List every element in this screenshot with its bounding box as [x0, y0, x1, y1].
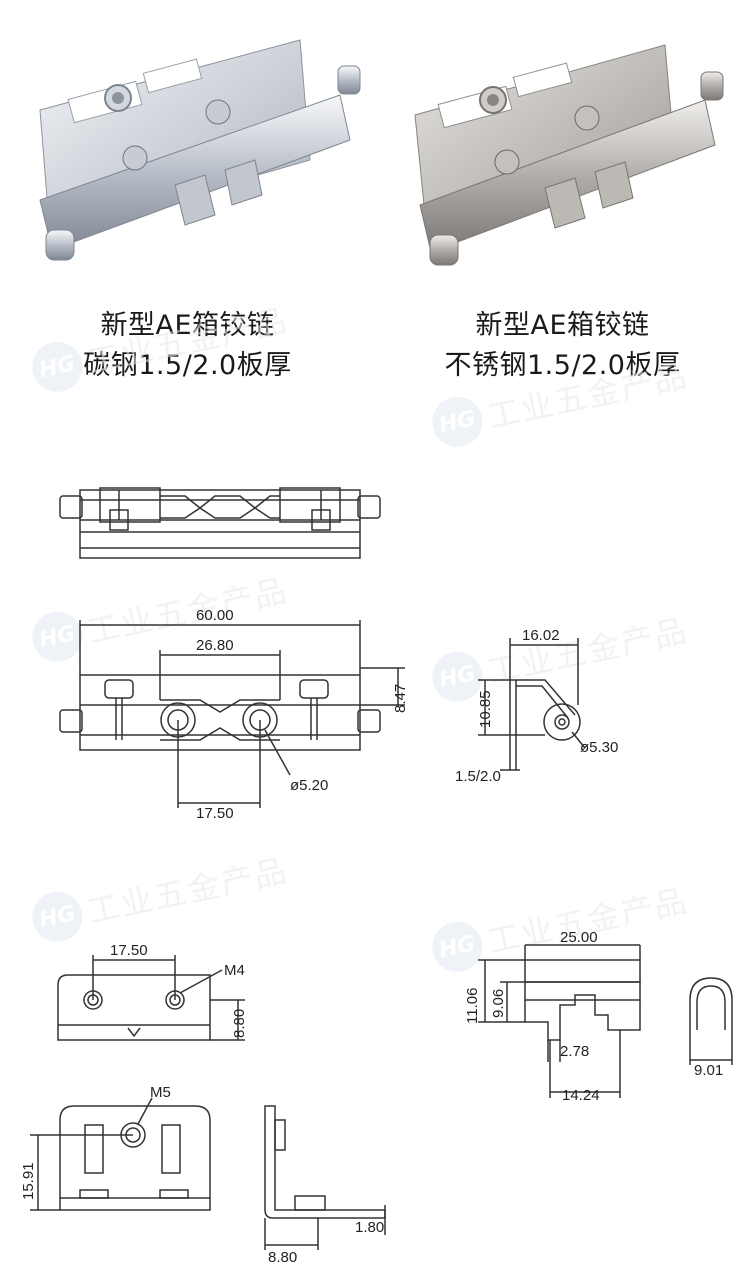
- carbon-steel-hinge-photo: [0, 0, 375, 300]
- dimension-labels: 60.00 26.80 8.47 17.50 ø5.20 16.02 10.85…: [20, 607, 723, 1266]
- dim-side-thickness: 1.5/2.0: [455, 768, 501, 785]
- dim-front-height: 8.47: [392, 684, 409, 713]
- dim-leaf-hole-spacing: 17.50: [110, 942, 148, 959]
- knuckle-view: [478, 944, 641, 1098]
- dim-front-inner-width: 26.80: [196, 637, 234, 654]
- caption-carbon-steel: 新型AE箱铰链 碳钢1.5/2.0板厚: [0, 306, 375, 386]
- caption-right-title: 新型AE箱铰链: [475, 310, 650, 341]
- hinge-top-view: [59, 487, 381, 559]
- dim-front-hole-spacing: 17.50: [196, 805, 234, 822]
- caption-left-spec: 碳钢1.5/2.0板厚: [83, 350, 292, 381]
- dim-side-width: 16.02: [522, 627, 560, 644]
- dim-front-hole-dia: ø5.20: [290, 777, 328, 794]
- dim-bracket-thread: M5: [150, 1084, 171, 1101]
- dim-knuckle-tab: 14.24: [562, 1087, 600, 1104]
- dim-side-height: 10.85: [477, 690, 494, 728]
- dim-bracket-height: 15.91: [20, 1162, 37, 1200]
- bracket-side-view: [264, 1105, 386, 1250]
- caption-right-spec: 不锈钢1.5/2.0板厚: [444, 350, 681, 381]
- dim-side-pin-dia: ø5.30: [580, 739, 618, 756]
- spring-clip-view: [689, 977, 733, 1065]
- dim-bracket-thickness: 1.80: [355, 1219, 384, 1236]
- dim-leaf-thread: M4: [224, 962, 245, 979]
- hinge-side-profile: [478, 638, 586, 771]
- caption-stainless-steel: 新型AE箱铰链 不锈钢1.5/2.0板厚: [375, 306, 750, 386]
- dim-front-overall-width: 60.00: [196, 607, 234, 624]
- dim-knuckle-gap: 2.78: [560, 1043, 589, 1060]
- dim-knuckle-h1: 11.06: [464, 988, 481, 1024]
- dim-knuckle-width: 25.00: [560, 929, 598, 946]
- dim-leaf-height: 8.80: [231, 1009, 248, 1038]
- dim-clip-width: 9.01: [694, 1062, 723, 1079]
- caption-left-title: 新型AE箱铰链: [100, 310, 275, 341]
- stainless-steel-hinge-photo: [375, 0, 750, 300]
- dim-knuckle-h2: 9.06: [490, 989, 507, 1018]
- leaf-plate-view: [57, 955, 245, 1041]
- hinge-front-view: [59, 620, 405, 808]
- dim-bracket-depth: 8.80: [268, 1249, 297, 1266]
- bracket-front-view: [30, 1097, 211, 1211]
